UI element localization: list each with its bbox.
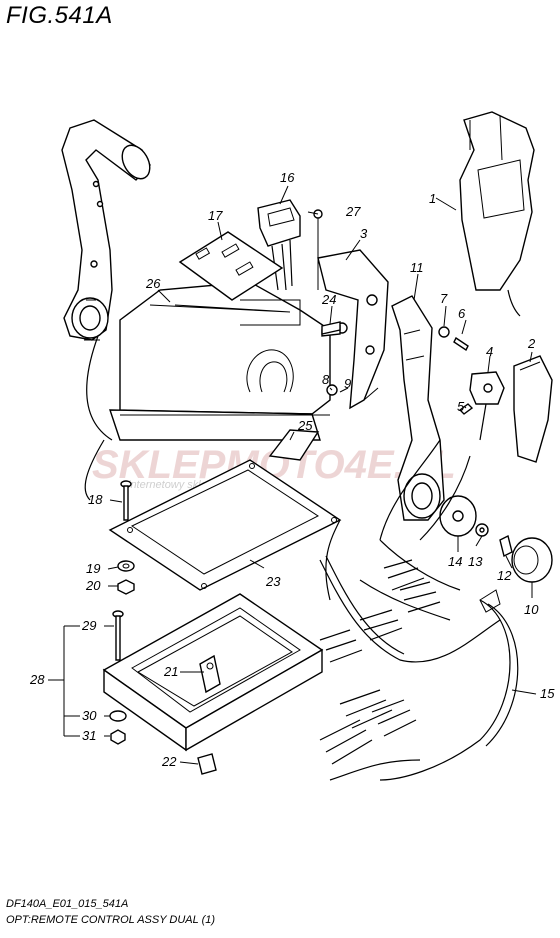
figure-title: FIG.541A xyxy=(6,2,113,29)
drawing-code: DF140A_E01_015_541A xyxy=(6,898,129,910)
callout-18: 18 xyxy=(88,492,103,507)
callout-4: 4 xyxy=(486,344,493,359)
callout-26: 26 xyxy=(145,276,161,291)
wire-harness-15 xyxy=(84,439,519,781)
callout-8: 8 xyxy=(322,372,330,387)
figure-caption: OPT:REMOTE CONTROL ASSY DUAL (1) xyxy=(6,914,216,926)
callout-3: 3 xyxy=(360,226,368,241)
callout-17: 17 xyxy=(208,208,223,223)
callout-16: 16 xyxy=(280,170,295,185)
callout-27: 27 xyxy=(345,204,361,219)
housing-26 xyxy=(109,281,331,441)
callout-21: 21 xyxy=(163,664,178,679)
callout-13: 13 xyxy=(468,554,483,569)
switch-16 xyxy=(257,199,301,291)
lever-3 xyxy=(317,249,389,410)
plate-17 xyxy=(178,231,284,301)
callout-6: 6 xyxy=(458,306,466,321)
clip-22 xyxy=(197,753,217,775)
callout-23: 23 xyxy=(265,574,281,589)
callout-20: 20 xyxy=(85,578,101,593)
remote-control-1 xyxy=(459,111,535,317)
callout-15: 15 xyxy=(540,686,555,701)
callouts: 1 2 3 4 5 6 7 8 9 10 11 12 13 14 15 16 1… xyxy=(29,170,555,769)
callout-31: 31 xyxy=(82,728,96,743)
callout-24: 24 xyxy=(321,292,336,307)
callout-1: 1 xyxy=(429,191,436,206)
cover-2 xyxy=(513,355,553,463)
callout-10: 10 xyxy=(524,602,539,617)
callout-2: 2 xyxy=(527,336,536,351)
screw-18 xyxy=(120,480,132,521)
control-handle-left xyxy=(61,119,151,441)
callout-11: 11 xyxy=(410,260,424,275)
callout-30: 30 xyxy=(82,708,97,723)
callout-12: 12 xyxy=(497,568,512,583)
callout-19: 19 xyxy=(86,561,100,576)
callout-25: 25 xyxy=(297,418,313,433)
screw-29 xyxy=(112,610,124,661)
insert-21 xyxy=(199,654,221,694)
nut-31 xyxy=(110,729,126,745)
cap-10 xyxy=(511,537,553,583)
washer-30 xyxy=(109,710,127,722)
callout-5: 5 xyxy=(457,399,465,414)
bracket-25 xyxy=(268,429,320,461)
callout-7: 7 xyxy=(440,291,448,306)
callout-14: 14 xyxy=(448,554,462,569)
callout-28: 28 xyxy=(29,672,45,687)
washer-19 xyxy=(117,560,135,572)
callout-22: 22 xyxy=(161,754,177,769)
screw-24 xyxy=(321,321,341,335)
nut-20 xyxy=(117,579,135,595)
leader-lines xyxy=(48,185,537,765)
plate-14 xyxy=(439,495,477,537)
callout-29: 29 xyxy=(81,618,96,633)
lever-11 xyxy=(391,295,445,521)
callout-9: 9 xyxy=(344,376,351,391)
switch-4 xyxy=(469,371,505,441)
